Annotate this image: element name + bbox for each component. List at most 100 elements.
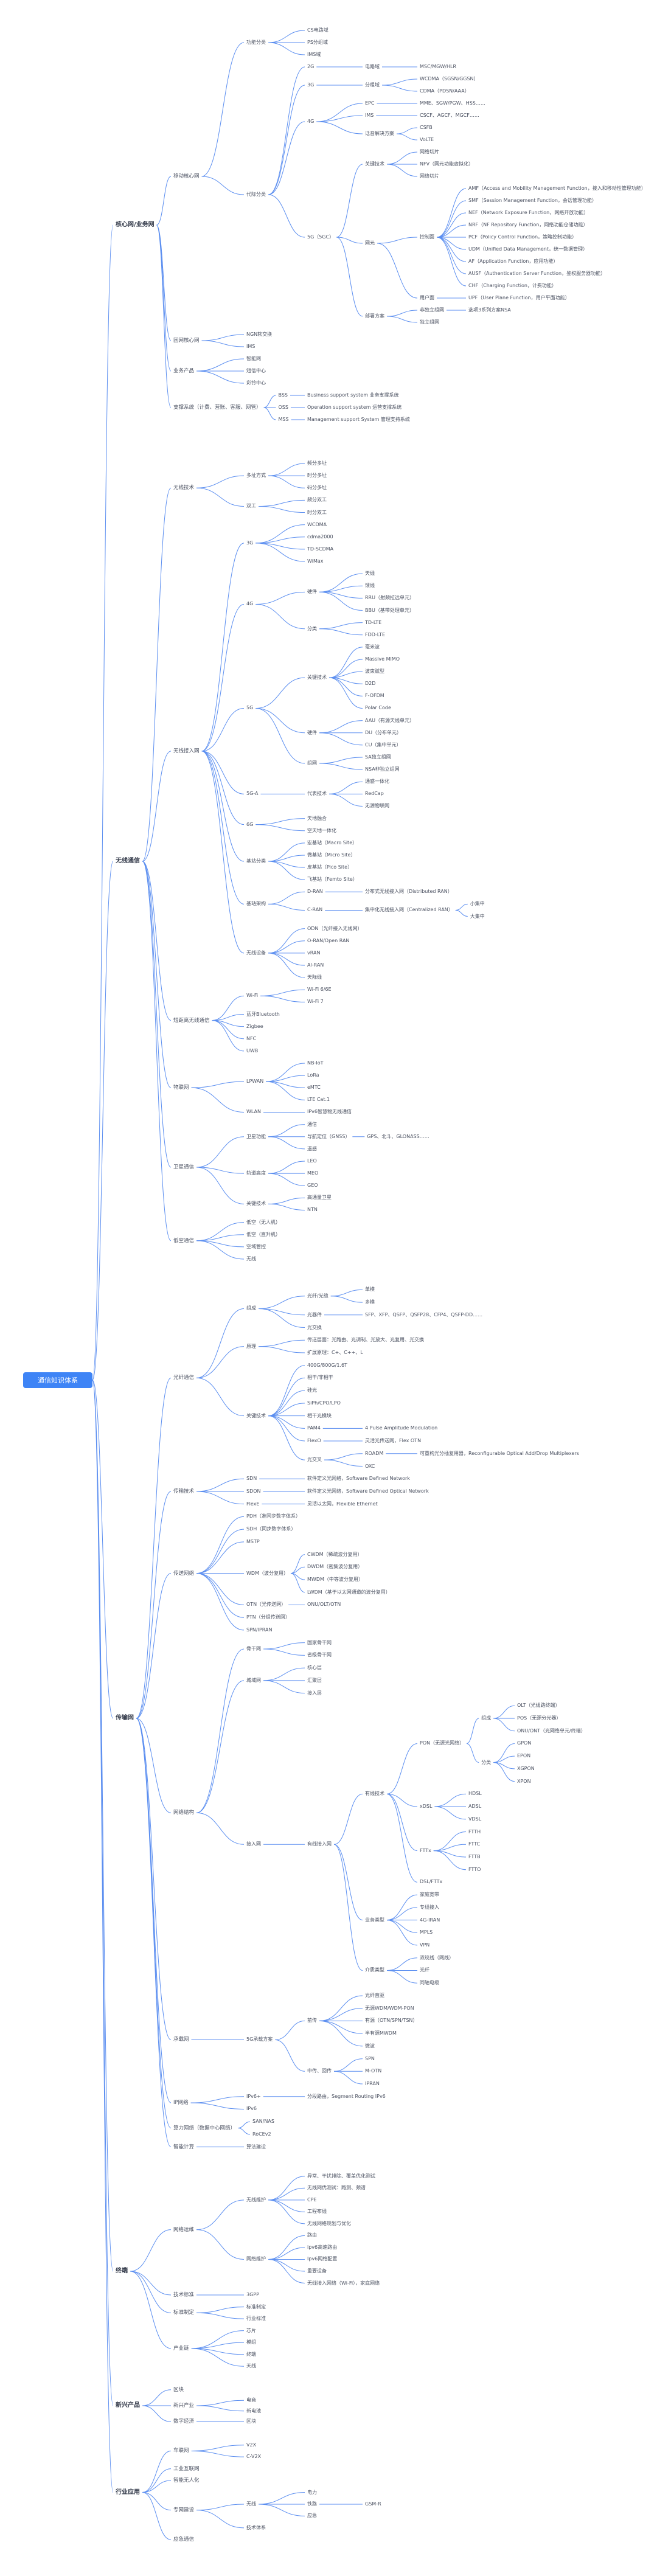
topic-node[interactable]: ODN（光纤接入无线网） <box>307 925 363 931</box>
topic-node[interactable]: 分布式无线接入网（Distributed RAN） <box>365 889 453 895</box>
topic-node[interactable]: 卫星通信 <box>173 1164 195 1171</box>
topic-node[interactable]: NTN <box>307 1207 318 1213</box>
topic-node[interactable]: GSM-R <box>365 2501 381 2507</box>
topic-node[interactable]: 大集中 <box>470 913 485 919</box>
topic-node[interactable]: 承载网 <box>173 2036 189 2043</box>
topic-node[interactable]: Management support System 管理支持系统 <box>307 417 410 422</box>
topic-node[interactable]: 城域网 <box>246 1677 261 1683</box>
topic-node[interactable]: 小集中 <box>470 901 485 907</box>
topic-node[interactable]: EPC <box>365 100 375 106</box>
topic-node[interactable]: 有线技术 <box>365 1791 384 1797</box>
topic-node[interactable]: 硅光 <box>307 1387 317 1394</box>
topic-node[interactable]: 路由 <box>307 2232 317 2238</box>
topic-node[interactable]: 新电池 <box>246 2408 261 2414</box>
topic-node[interactable]: 3G <box>246 540 254 546</box>
topic-node[interactable]: PTN（分组传送网） <box>246 1614 290 1620</box>
topic-node[interactable]: 光纤/光缆 <box>307 1293 328 1299</box>
topic-node[interactable]: RedCap <box>365 791 384 797</box>
topic-node[interactable]: 微基站（Micro Site） <box>307 852 356 858</box>
topic-node[interactable]: 多址方式 <box>246 473 266 479</box>
topic-node[interactable]: 馈线 <box>365 583 375 589</box>
topic-node[interactable]: 省级骨干网 <box>307 1652 332 1658</box>
topic-node[interactable]: 空域管控 <box>246 1243 266 1249</box>
topic-node[interactable]: 5G承载方案 <box>246 2036 273 2043</box>
topic-node[interactable]: FTTx <box>420 1847 431 1853</box>
topic-node[interactable]: WLAN <box>246 1109 262 1115</box>
topic-node[interactable]: VDSL <box>468 1816 482 1822</box>
topic-node[interactable]: 标准制定 <box>173 2310 195 2316</box>
topic-node[interactable]: 家庭宽带 <box>420 1892 439 1898</box>
topic-node[interactable]: 国家骨干网 <box>307 1639 332 1645</box>
topic-node[interactable]: 低空（直升机） <box>246 1231 280 1237</box>
topic-node[interactable]: FlexE <box>246 1501 260 1507</box>
topic-node[interactable]: D2D <box>365 681 376 687</box>
topic-node[interactable]: 无线维护 <box>246 2196 266 2203</box>
topic-node[interactable]: 集中化无线接入网（Centralized RAN） <box>365 907 453 913</box>
topic-node[interactable]: 2G <box>307 64 315 69</box>
topic-node[interactable]: 天际线 <box>307 974 322 981</box>
topic-node[interactable]: PDH（准同步数字体系） <box>246 1513 301 1519</box>
topic-node[interactable]: FTTC <box>468 1841 481 1847</box>
topic-node[interactable]: 核心层 <box>307 1665 322 1671</box>
topic-node[interactable]: Operation support system 运营支撑系统 <box>307 404 402 410</box>
topic-node[interactable]: 时分双工 <box>307 509 327 515</box>
topic-node[interactable]: 网元 <box>365 240 375 246</box>
topic-node[interactable]: BBU（基带处理单元） <box>365 607 414 613</box>
topic-node[interactable]: 导航定位（GNSS） <box>307 1133 350 1139</box>
topic-node[interactable]: 部署方案 <box>365 313 384 319</box>
topic-node[interactable]: SDON <box>246 1488 261 1494</box>
topic-node[interactable]: 相干/非相干 <box>307 1375 333 1381</box>
topic-node[interactable]: Wi-Fi 6/6E <box>307 987 332 993</box>
topic-node[interactable]: M-OTN <box>365 2068 382 2074</box>
topic-node[interactable]: VoLTE <box>420 137 434 142</box>
topic-node[interactable]: 单模 <box>365 1286 375 1293</box>
topic-node[interactable]: 5G-A <box>246 791 259 797</box>
topic-node[interactable]: MME、SGW/PGW、HSS…… <box>420 100 485 106</box>
topic-node[interactable]: AUSF（Authentication Server Function，鉴权服务… <box>468 271 606 276</box>
topic-node[interactable]: 无源WDM/WDM-PON <box>365 2005 414 2011</box>
topic-node[interactable]: 5G（5GC） <box>307 234 335 240</box>
topic-node[interactable]: 应急通信 <box>173 2536 195 2543</box>
topic-node[interactable]: 网络维护 <box>246 2256 266 2262</box>
topic-node[interactable]: 技术标准 <box>173 2292 195 2299</box>
topic-node[interactable]: 独立组网 <box>420 319 439 325</box>
topic-node[interactable]: 无线接入网 <box>173 748 200 754</box>
topic-node[interactable]: CDMA（PDSN/AAA） <box>420 88 470 94</box>
topic-node[interactable]: 灵活以太网，Flexible Ethernet <box>307 1501 378 1507</box>
topic-node[interactable]: 双工 <box>246 503 256 509</box>
topic-node[interactable]: ONU/ONT（光网络单元/终端） <box>517 1727 586 1734</box>
topic-node[interactable]: IPv6 <box>246 2106 257 2112</box>
topic-node[interactable]: 4G <box>307 119 315 124</box>
topic-node[interactable]: XGPON <box>517 1765 535 1771</box>
topic-node[interactable]: IPv6智慧物无线通信 <box>307 1109 352 1115</box>
topic-node[interactable]: NFC <box>246 1035 257 1041</box>
topic-node[interactable]: 算法建设 <box>246 2144 266 2150</box>
topic-node[interactable]: 智能网 <box>246 356 261 361</box>
topic-node[interactable]: 代表技术 <box>307 791 327 797</box>
topic-node[interactable]: MSS <box>278 417 289 422</box>
topic-node[interactable]: 蓝牙Bluetooth <box>246 1011 280 1017</box>
topic-node[interactable]: C-V2X <box>246 2454 262 2460</box>
topic-node[interactable]: 硬件 <box>307 589 317 595</box>
topic-node[interactable]: 芯片 <box>246 2327 256 2333</box>
topic-node[interactable]: CSCF、AGCF、MGCF…… <box>420 113 479 118</box>
topic-node[interactable]: MSC/MGW/HLR <box>420 64 456 69</box>
topic-node[interactable]: HDSL <box>468 1791 482 1797</box>
topic-node[interactable]: UWB <box>246 1047 259 1054</box>
topic-node[interactable]: 频分多址 <box>307 460 327 467</box>
topic-node[interactable]: 选项3系列方案NSA <box>468 307 511 313</box>
topic-node[interactable]: 重要设备 <box>307 2268 327 2274</box>
topic-node[interactable]: O-RAN/Open RAN <box>307 937 350 943</box>
topic-node[interactable]: LTE Cat.1 <box>307 1097 330 1103</box>
topic-node[interactable]: UDM（Unified Data Management，统一数据管理） <box>468 246 588 252</box>
topic-node[interactable]: 无线 <box>246 1255 256 1262</box>
topic-node[interactable]: 毫米波 <box>365 644 380 650</box>
topic-node[interactable]: 高通量卫星 <box>307 1195 332 1201</box>
topic-node[interactable]: 6G <box>246 821 254 827</box>
topic-node[interactable]: 3G <box>307 82 315 88</box>
topic-node[interactable]: AF（Application Function，应用功能） <box>468 259 558 264</box>
topic-node[interactable]: NRF（NF Repository Function，网络功能仓储功能） <box>468 222 588 227</box>
topic-node[interactable]: 彩铃中心 <box>246 380 266 386</box>
topic-node[interactable]: 专网建设 <box>173 2507 195 2513</box>
topic-node[interactable]: D-RAN <box>307 889 323 895</box>
